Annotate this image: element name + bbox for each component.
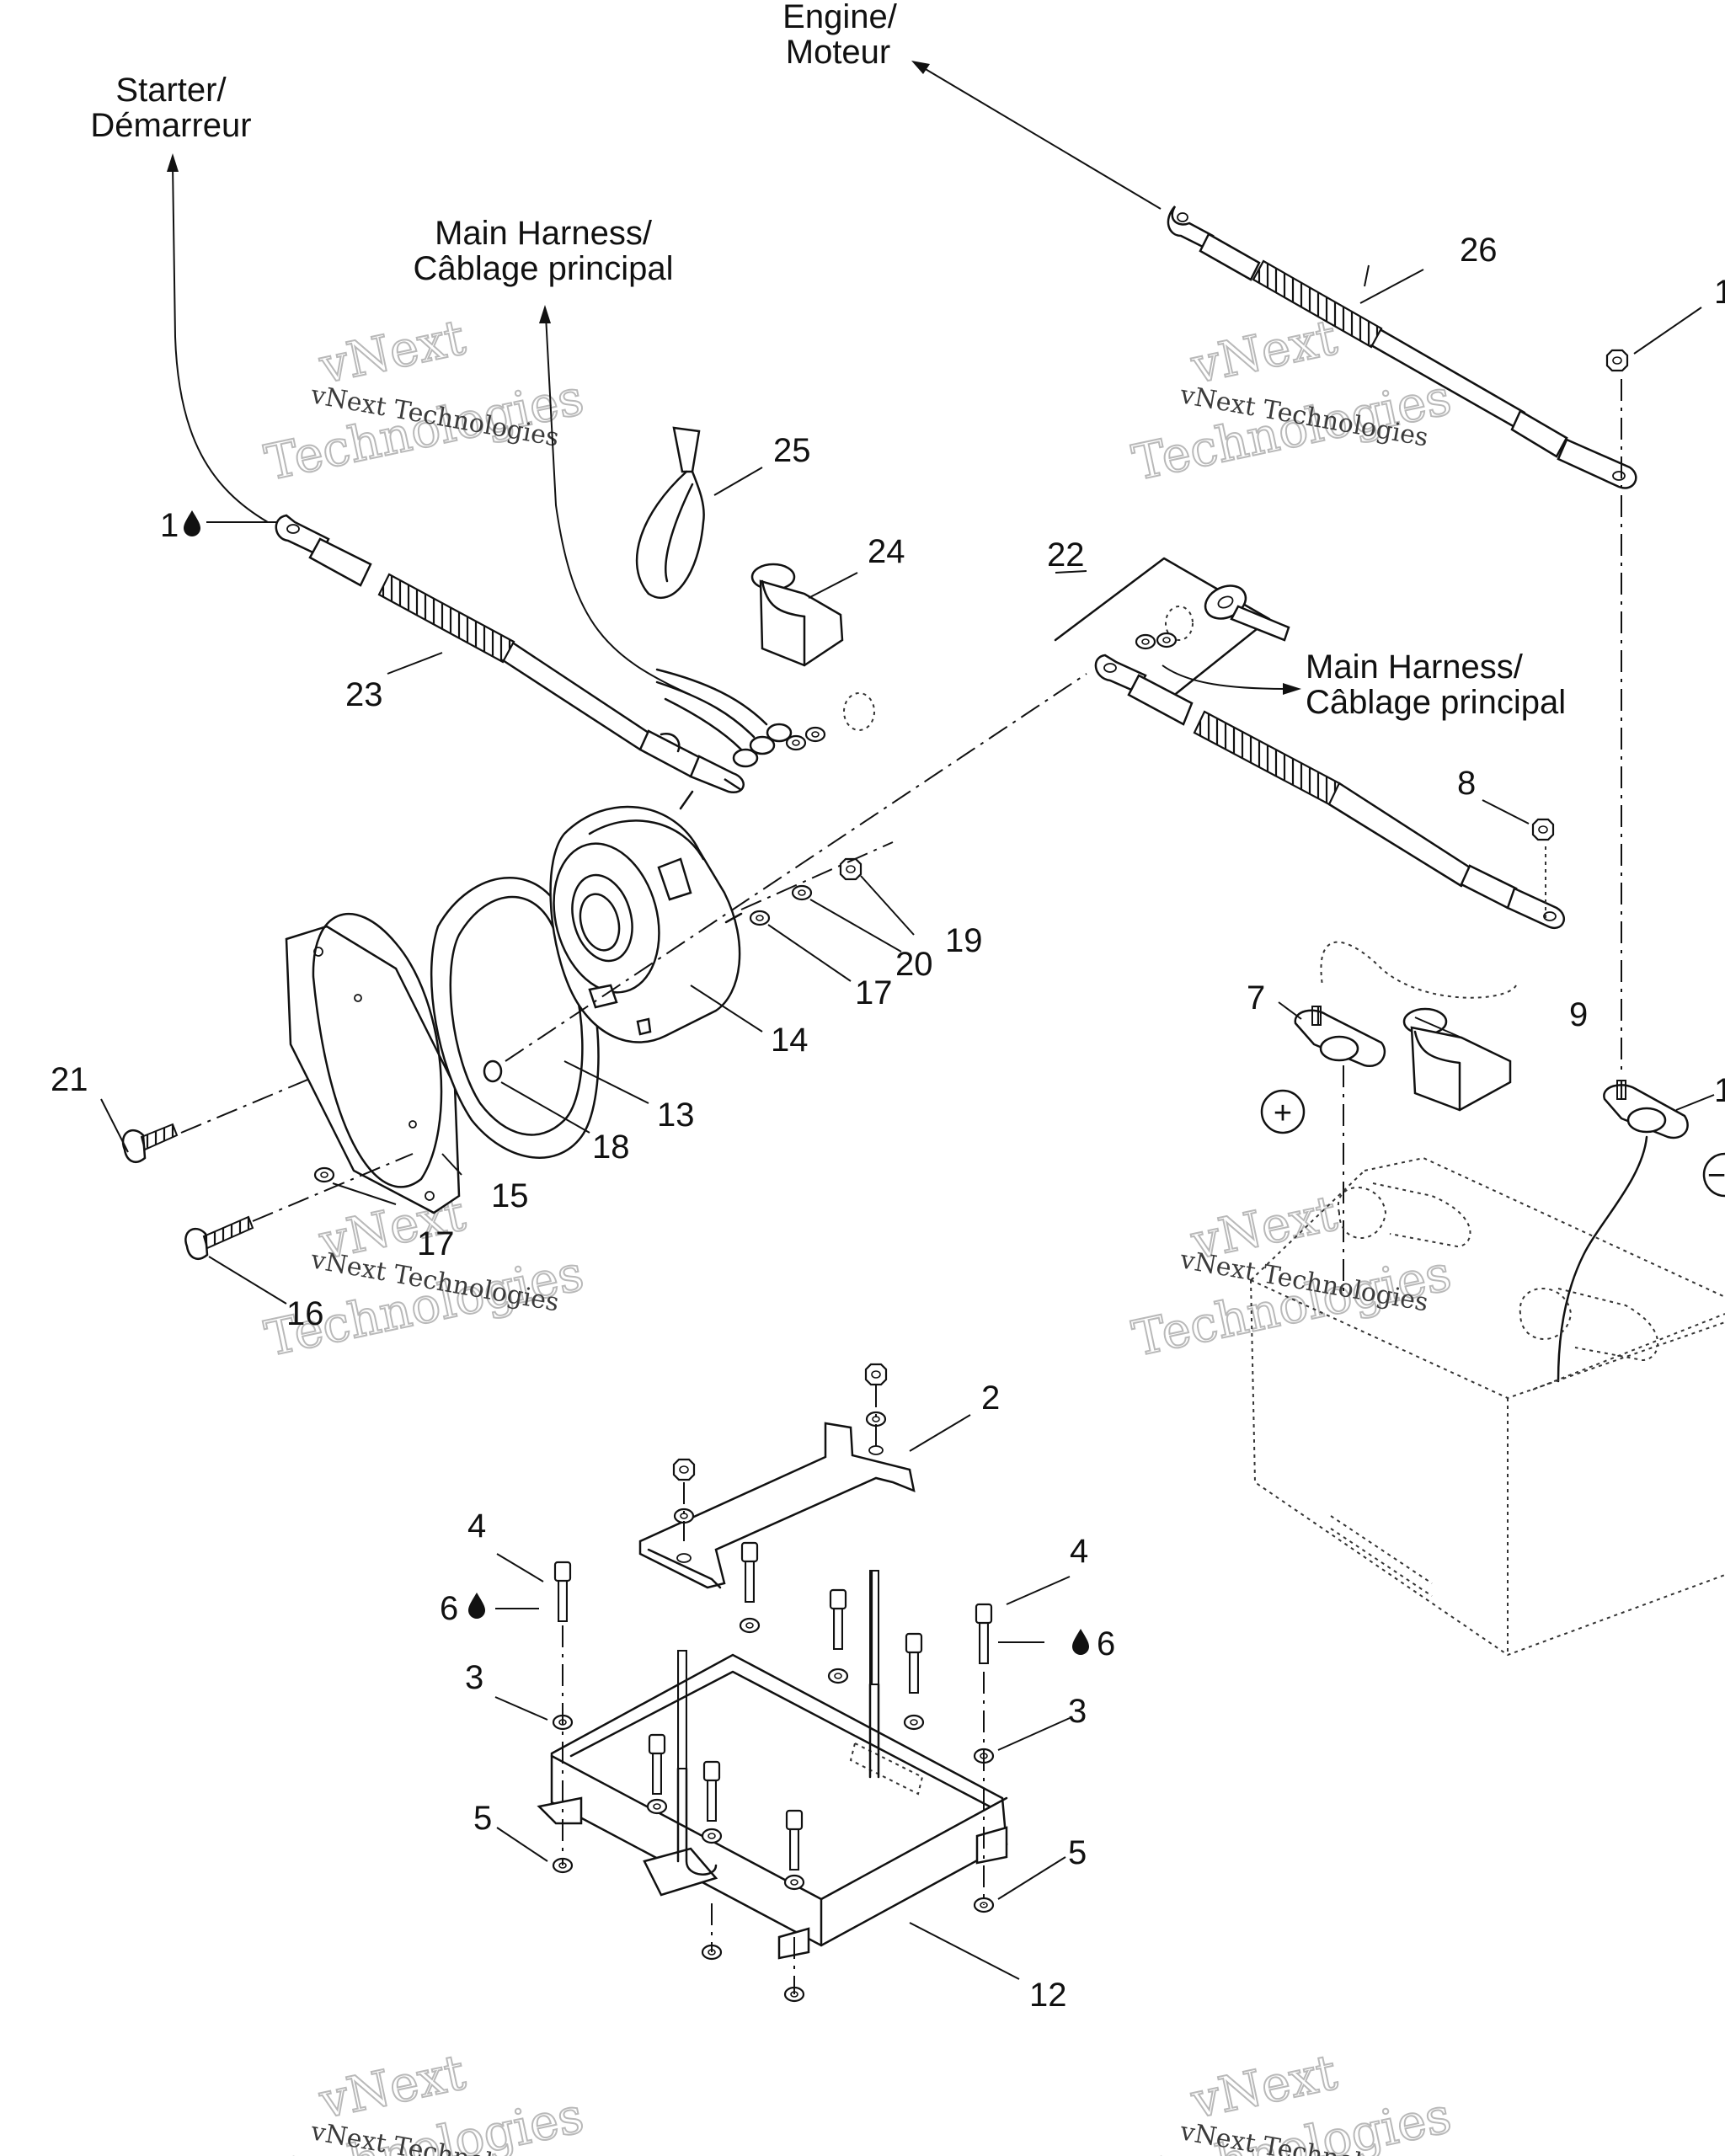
arrow-to-main-harness-right [1162, 664, 1301, 695]
svg-text:Câblage principal: Câblage principal [1306, 684, 1566, 721]
svg-text:6: 6 [1097, 1625, 1115, 1662]
watermark-mid-right: vNext Technologies vNext Technologies [1127, 1183, 1457, 1369]
svg-text:Main Harness/: Main Harness/ [435, 215, 653, 252]
callout-15: 15 [491, 1177, 529, 1214]
label-main-harness-right: Main Harness/ Câblage principal [1306, 648, 1566, 721]
watermark-bottom-left: vNext Technologies vNext Technologies [259, 2042, 590, 2156]
callout-cut-upper: 1 [1714, 274, 1725, 311]
svg-text:Démarreur: Démarreur [90, 107, 251, 144]
callout-4-right: 4 [1070, 1533, 1088, 1570]
callout-13: 13 [657, 1097, 695, 1134]
nut-negative [1605, 307, 1702, 1070]
watermark-top-left: vNext Technologies vNext Technologies [259, 307, 590, 493]
nut-8 [1320, 818, 1555, 999]
label-starter: Starter/ Démarreur [90, 72, 251, 144]
callout-18: 18 [592, 1129, 630, 1166]
callout-14: 14 [771, 1022, 809, 1059]
battery-outline [1250, 1156, 1725, 1657]
solenoid-14 [549, 790, 743, 1043]
callout-8: 8 [1457, 765, 1476, 802]
bolt-center-c [905, 1632, 923, 1694]
cable-26-engine-ground [1167, 205, 1637, 489]
washer-17-lower [313, 1166, 335, 1183]
svg-text:+: + [1274, 1096, 1292, 1131]
arrow-to-starter [167, 153, 269, 523]
callout-23: 23 [345, 676, 383, 713]
callout-26: 26 [1460, 232, 1498, 269]
svg-text:−: − [1707, 1158, 1725, 1193]
main-harness-wires [655, 668, 875, 768]
callout-3-right: 3 [1068, 1693, 1087, 1730]
svg-text:Main Harness/: Main Harness/ [1306, 648, 1524, 686]
adhesive-drop-icon [1072, 1629, 1089, 1655]
callout-22: 22 [1047, 536, 1085, 574]
callout-leaders [100, 264, 1530, 1900]
callout-6-right: 6 [1072, 1625, 1115, 1662]
callout-21: 21 [51, 1061, 88, 1098]
svg-text:Starter/: Starter/ [115, 72, 227, 109]
arrow-to-main-harness-top [539, 305, 692, 696]
cable-22-positive [1054, 557, 1566, 930]
terminal-cap-9 [1402, 1007, 1512, 1112]
adhesive-drop-icon [468, 1593, 485, 1619]
clamp-negative [1557, 1080, 1715, 1383]
callout-17-lower: 17 [417, 1225, 455, 1262]
battery-tray-12 [537, 1653, 1020, 1980]
callout-16: 16 [286, 1295, 324, 1332]
callout-25: 25 [773, 432, 811, 469]
callout-6-left: 6 [440, 1590, 485, 1627]
svg-text:Câblage principal: Câblage principal [413, 250, 673, 287]
adhesive-drop-icon [184, 510, 200, 536]
hold-down-rods [676, 1570, 880, 1876]
callout-5-left: 5 [473, 1800, 492, 1837]
svg-text:Engine/: Engine/ [782, 0, 898, 35]
callout-7: 7 [1247, 979, 1265, 1017]
callout-5-right: 5 [1068, 1834, 1087, 1871]
assembly-center-lines [180, 673, 1087, 1222]
svg-text:vNext: vNext [314, 308, 470, 395]
callout-1: 1 [160, 507, 200, 544]
bolt-4-left [553, 1561, 572, 1623]
callout-2: 2 [981, 1380, 1000, 1417]
bolt-center-b [829, 1588, 847, 1651]
arrow-to-engine [911, 61, 1162, 210]
plate-15 [285, 912, 461, 1214]
bolt-4-right [975, 1603, 993, 1665]
callout-24: 24 [868, 533, 905, 570]
cable-tie-25 [635, 426, 705, 600]
hold-down-bracket-2 [638, 1414, 971, 1589]
svg-text:6: 6 [440, 1590, 458, 1627]
polarity-positive: + [1260, 1089, 1306, 1134]
callout-9: 9 [1569, 996, 1588, 1033]
cable-23-starter [275, 514, 745, 794]
callout-19: 19 [945, 922, 983, 959]
svg-text:1: 1 [160, 507, 179, 544]
svg-text:Moteur: Moteur [786, 34, 891, 71]
callout-12: 12 [1029, 1977, 1067, 2014]
tray-center-lines [562, 1385, 985, 1994]
screw-21 [121, 1123, 179, 1163]
screw-16 [184, 1215, 254, 1260]
solenoid-hardware [483, 857, 862, 1083]
label-engine: Engine/ Moteur [782, 0, 898, 71]
callout-3-left: 3 [465, 1659, 483, 1696]
watermark-bottom-right: vNext Technologies vNext Technologies [1127, 2042, 1457, 2156]
watermark-mid-left: vNext Technologies vNext Technologies [259, 1183, 590, 1369]
callout-20: 20 [895, 946, 933, 983]
terminal-cap-24 [750, 563, 844, 667]
polarity-negative: − [1702, 1152, 1725, 1198]
clamp-7-positive [1294, 1006, 1386, 1297]
label-main-harness-top: Main Harness/ Câblage principal [413, 215, 673, 287]
callout-4-left: 4 [467, 1508, 486, 1545]
callout-17-upper: 17 [855, 974, 893, 1011]
bolt-center-a [740, 1541, 759, 1604]
svg-text:vNext: vNext [1186, 308, 1342, 395]
watermark-top-right: vNext Technologies vNext Technologies [1127, 307, 1457, 493]
callout-cut-lower: 1 [1714, 1072, 1725, 1109]
